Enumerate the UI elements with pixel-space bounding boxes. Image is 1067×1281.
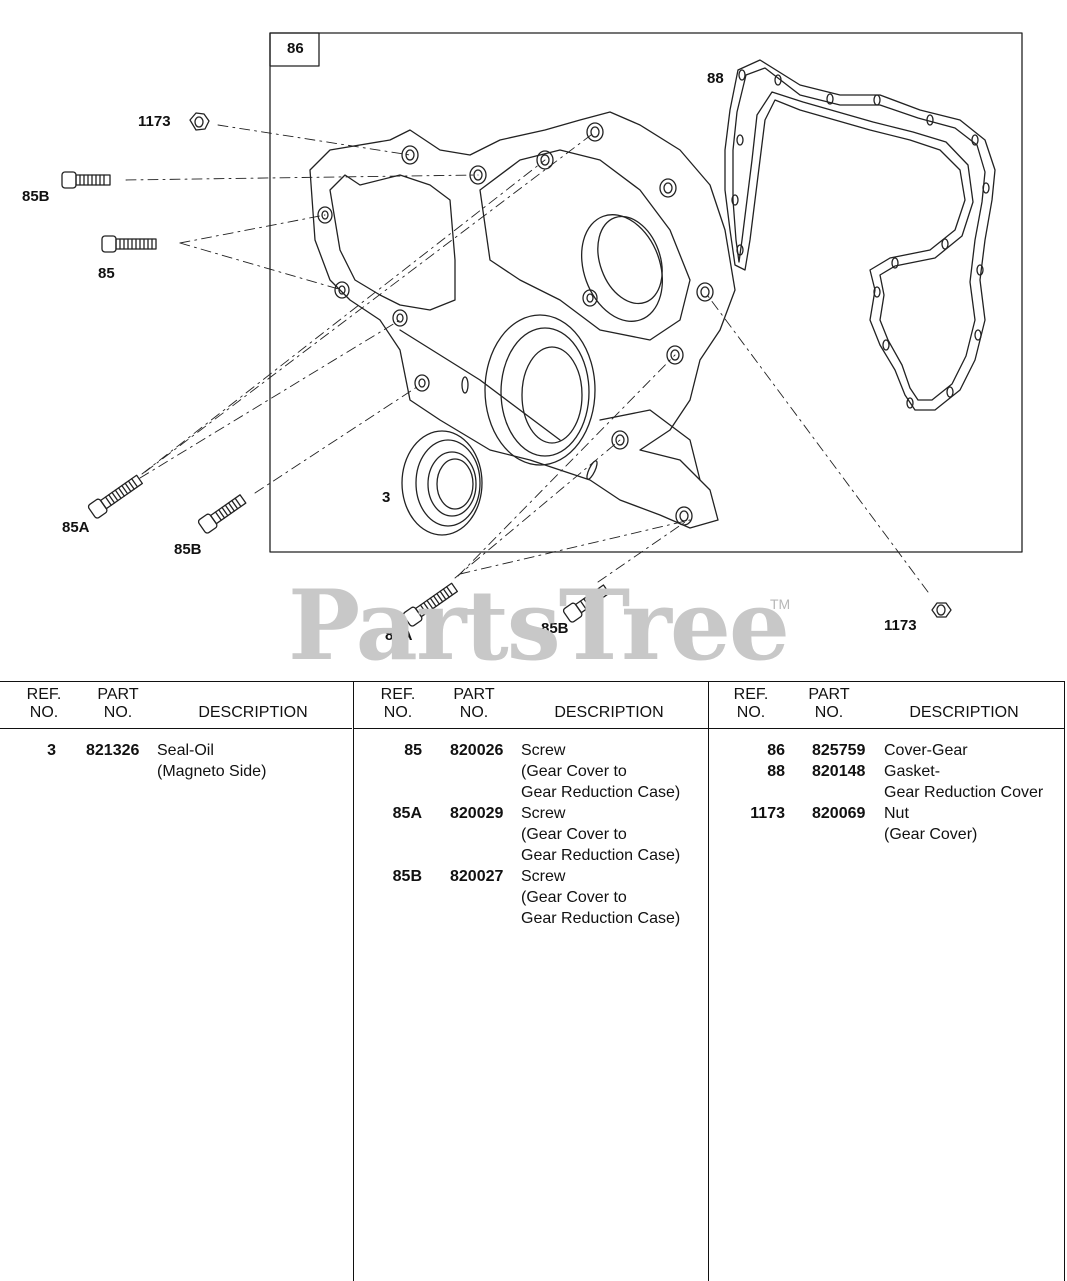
- part-number: 820069: [812, 805, 866, 822]
- screw-85b-left: [197, 494, 247, 534]
- cover-holes: [317, 122, 714, 526]
- oil-seal-part: [401, 430, 483, 536]
- part-description: Nut: [884, 805, 909, 822]
- parts-table-row: 88 820148 Gasket- Gear Reduction Cover: [709, 761, 1065, 803]
- header-part: PART NO.: [807, 686, 851, 722]
- column-header: REF. NO. PART NO. DESCRIPTION: [354, 682, 708, 729]
- leader-lines: [125, 124, 929, 593]
- part-number: 820148: [812, 763, 866, 780]
- header-ref-line1: REF.: [26, 686, 62, 703]
- header-description: DESCRIPTION: [909, 704, 1019, 721]
- ref-number: 85B: [392, 868, 422, 885]
- callout-1173-top: 1173: [138, 113, 171, 130]
- header-ref-line2: NO.: [736, 704, 766, 721]
- ref-number: 88: [767, 763, 785, 780]
- part-number: 820027: [450, 868, 504, 885]
- header-ref-line1: REF.: [733, 686, 769, 703]
- parts-column-3: REF. NO. PART NO. DESCRIPTION 86 825759 Co…: [708, 682, 1065, 1281]
- parts-column-1: REF. NO. PART NO. DESCRIPTION 3 821326 Sea…: [0, 682, 352, 1281]
- column-header: REF. NO. PART NO. DESCRIPTION: [0, 682, 352, 729]
- parts-table-row: 3 821326 Seal-Oil (Magneto Side): [0, 740, 352, 782]
- ref-number: 3: [47, 742, 56, 759]
- column-header: REF. NO. PART NO. DESCRIPTION: [709, 682, 1065, 729]
- callout-85a-left: 85A: [62, 519, 90, 536]
- screw-85b-bottom: [562, 584, 610, 623]
- part-description: Gear Reduction Case): [521, 910, 681, 927]
- ref-number: 85A: [392, 805, 422, 822]
- parts-rows: 86 825759 Cover-Gear 88 820148 Gasket- Gear Re…: [709, 740, 1065, 845]
- parts-table-row: 85A 820029 Screw (Gear Cover to Gear Reducti…: [354, 803, 708, 866]
- gear-cover-outline: [309, 111, 736, 529]
- ref-86-label-box: [269, 32, 320, 67]
- part-number: 821326: [86, 742, 140, 759]
- header-description: DESCRIPTION: [554, 704, 664, 721]
- ref-number: 1173: [750, 805, 785, 822]
- part-number: 820026: [450, 742, 504, 759]
- part-description: Gear Reduction Cover: [884, 784, 1044, 801]
- part-description: Gasket-: [884, 763, 941, 780]
- part-description: Gear Reduction Case): [521, 847, 681, 864]
- header-part-line1: PART: [808, 686, 850, 703]
- ref-number: 85: [404, 742, 422, 759]
- nut-part-bottom: [931, 602, 952, 618]
- screw-85a-left: [87, 474, 144, 519]
- ref-number: 86: [767, 742, 785, 759]
- header-ref-line2: NO.: [29, 704, 59, 721]
- part-description: Screw: [521, 742, 566, 759]
- header-part-line2: NO.: [103, 704, 133, 721]
- part-description: (Gear Cover to: [521, 889, 627, 906]
- screw-85a-bottom: [402, 582, 459, 627]
- part-description: Gear Reduction Case): [521, 784, 681, 801]
- header-part: PART NO.: [452, 686, 496, 722]
- callout-86: 86: [287, 40, 304, 57]
- header-ref: REF. NO.: [731, 686, 771, 722]
- callout-85b-top: 85B: [22, 188, 50, 205]
- header-ref: REF. NO.: [378, 686, 418, 722]
- part-number: 820029: [450, 805, 504, 822]
- part-description: Screw: [521, 805, 566, 822]
- partstree-watermark: PartsTree: [288, 569, 790, 682]
- header-ref-line1: REF.: [380, 686, 416, 703]
- part-description: (Gear Cover): [884, 826, 978, 843]
- screw-85: [101, 235, 157, 253]
- header-part-line1: PART: [97, 686, 139, 703]
- parts-list-table: REF. NO. PART NO. DESCRIPTION 3 821326 Sea…: [0, 681, 1065, 1281]
- header-ref: REF. NO.: [24, 686, 64, 722]
- callout-85b-bottom: 85B: [541, 620, 569, 637]
- header-description: DESCRIPTION: [198, 704, 308, 721]
- callout-85a-bottom: 85A: [385, 627, 413, 644]
- part-description: Cover-Gear: [884, 742, 968, 759]
- part-number: 825759: [812, 742, 866, 759]
- header-part-line2: NO.: [814, 704, 844, 721]
- gasket-part: [724, 59, 996, 411]
- header-ref-line2: NO.: [383, 704, 413, 721]
- part-description: Seal-Oil: [157, 742, 214, 759]
- header-part: PART NO.: [96, 686, 140, 722]
- callout-88: 88: [707, 70, 724, 87]
- screw-85b-top: [61, 171, 111, 189]
- trademark-symbol: TM: [770, 596, 791, 612]
- parts-table-row: 1173 820069 Nut (Gear Cover): [709, 803, 1065, 845]
- parts-table-row: 85B 820027 Screw (Gear Cover to Gear Reducti…: [354, 866, 708, 929]
- callout-85: 85: [98, 265, 115, 282]
- part-description: (Gear Cover to: [521, 763, 627, 780]
- callout-85b-left: 85B: [174, 541, 202, 558]
- part-description: Screw: [521, 868, 566, 885]
- nut-part-top: [189, 112, 210, 131]
- callout-3: 3: [382, 489, 391, 506]
- assembly-frame: [269, 32, 1023, 553]
- callout-1173-bottom: 1173: [884, 617, 917, 634]
- header-part-line2: NO.: [459, 704, 489, 721]
- part-description: (Gear Cover to: [521, 826, 627, 843]
- parts-table-row: 86 825759 Cover-Gear: [709, 740, 1065, 761]
- part-description: (Magneto Side): [157, 763, 267, 780]
- parts-rows: 3 821326 Seal-Oil (Magneto Side): [0, 740, 352, 782]
- header-part-line1: PART: [453, 686, 495, 703]
- parts-table-row: 85 820026 Screw (Gear Cover to Gear Reductio…: [354, 740, 708, 803]
- exploded-parts-diagram: [61, 32, 1023, 627]
